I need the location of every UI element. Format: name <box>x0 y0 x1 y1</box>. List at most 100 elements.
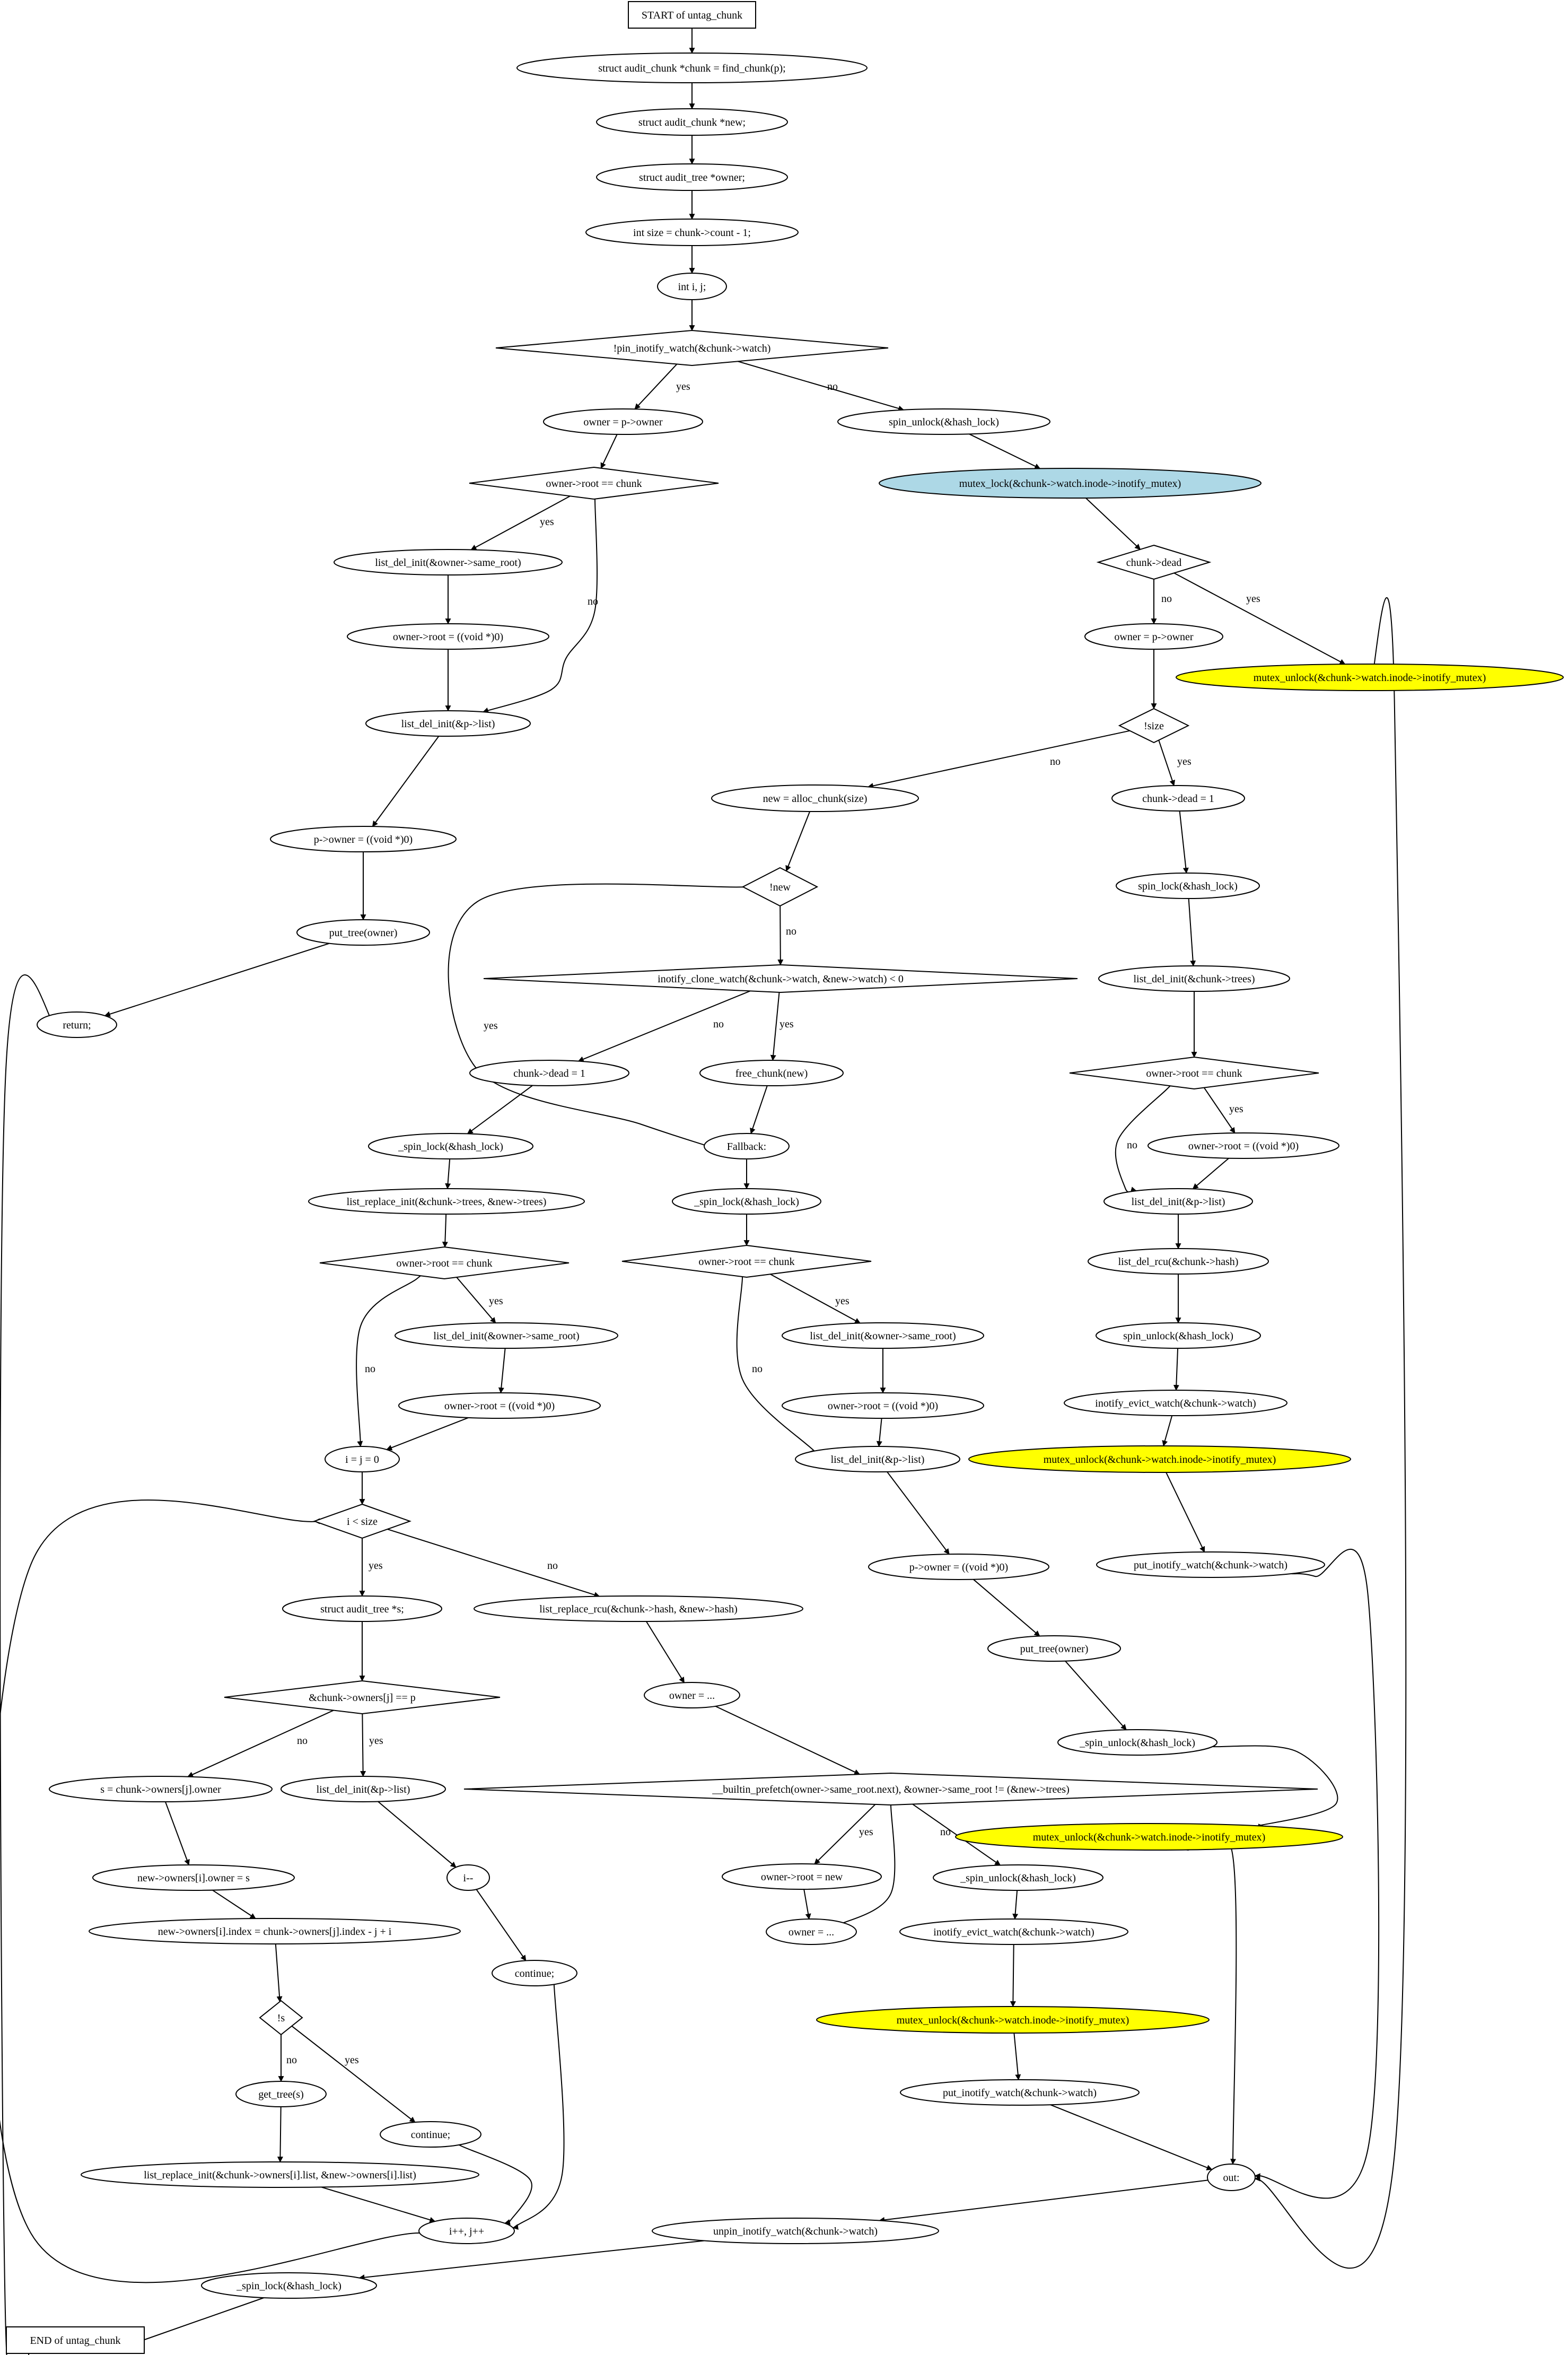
diamond-shape <box>469 466 719 500</box>
edge-h4-to-h5 <box>212 1889 256 1919</box>
ellipse-shape <box>395 1322 618 1349</box>
node-label: put_inotify_watch(&chunk->watch) <box>943 2087 1097 2099</box>
edge-line <box>738 361 905 412</box>
ellipse-shape <box>446 1864 490 1891</box>
node-diamond-builtin-prefetch-owner-same-root-next-ow: __builtin_prefetch(owner->same_root.next… <box>463 1772 1318 1806</box>
node-label: chunk->dead <box>1126 557 1182 569</box>
edge-line <box>1184 1831 1237 2187</box>
node-ellipse-i-j: i++, j++ <box>418 2218 515 2244</box>
edge-b1-to-b2 <box>969 433 1041 469</box>
edge-label-no: no <box>1161 593 1172 605</box>
edge-line <box>1162 1415 1173 1447</box>
node-diamond-inotify-clone-watch-chunk-watch-new-watc: inotify_clone_watch(&chunk->watch, &new-… <box>483 964 1078 993</box>
edge-h6-to-h7: no <box>278 2035 297 2082</box>
edge-h2-to-h11: yes <box>360 1713 383 1777</box>
node-ellipse-free-chunk-new: free_chunk(new) <box>699 1060 844 1086</box>
edge-f10-to-out <box>1184 1831 1237 2187</box>
node-label: int i, j; <box>678 281 706 293</box>
node-ellipse-struct-audit-chunk-chunk-find-chunk-p: struct audit_chunk *chunk = find_chunk(p… <box>516 53 868 83</box>
edge-label-no: no <box>286 2054 297 2066</box>
node-label: owner = ... <box>669 1690 715 1702</box>
node-ellipse-mutex-lock-chunk-watch-inode-inotify-mut: mutex_lock(&chunk->watch.inode->inotify_… <box>879 468 1262 499</box>
node-ellipse-spin-unlock-hash-lock: _spin_unlock(&hash_lock) <box>1057 1729 1217 1756</box>
ellipse-shape <box>596 108 788 136</box>
diamond-shape <box>741 867 819 907</box>
edge-line <box>785 811 811 872</box>
node-label: owner->root == chunk <box>546 478 642 490</box>
edge-line <box>454 2142 532 2227</box>
edge-h3-to-h4 <box>164 1801 190 1866</box>
edge-label-no: no <box>297 1735 308 1747</box>
edge-line <box>868 730 1130 789</box>
edge-label-yes: yes <box>489 1295 503 1307</box>
node-label: owner->root == chunk <box>698 1256 794 1268</box>
edge-line <box>476 1889 527 1961</box>
node-ellipse-list-del-init-chunk-trees: list_del_init(&chunk->trees) <box>1098 965 1290 992</box>
diamond-shape <box>313 1503 411 1539</box>
node-label: list_del_init(&owner->same_root) <box>810 1330 956 1342</box>
edge-line <box>770 1274 861 1324</box>
edge-line <box>277 2106 283 2163</box>
edge-b2-to-b3 <box>1085 498 1141 550</box>
edge-k8-to-k9 <box>1013 2033 1021 2081</box>
node-label: put_tree(owner) <box>329 927 398 939</box>
node-label: struct audit_tree *s; <box>320 1603 404 1615</box>
edge-label-no: no <box>713 1018 724 1030</box>
ellipse-shape <box>795 1446 960 1472</box>
node-ellipse-owner-root-void-0: owner->root = ((void *)0) <box>398 1392 601 1419</box>
node-label: owner = p->owner <box>583 416 663 428</box>
node-label: p->owner = ((void *)0) <box>314 834 413 845</box>
edge-label-yes: yes <box>859 1826 873 1838</box>
edge-line <box>360 1713 366 1777</box>
node-label: owner->root = ((void *)0) <box>393 631 503 643</box>
edge-line <box>969 433 1041 469</box>
ellipse-shape <box>1064 1390 1287 1416</box>
rect-shape <box>6 2326 145 2354</box>
edge-k9-to-out <box>1050 2104 1213 2170</box>
edge-label-yes: yes <box>1177 756 1192 767</box>
node-ellipse-i: i-- <box>446 1864 490 1891</box>
diamond-shape <box>495 329 889 367</box>
edge-a5-to-a6 <box>372 736 440 827</box>
node-ellipse-owner: owner = ... <box>644 1682 740 1708</box>
node-label: return; <box>63 1019 91 1031</box>
node-diamond-chunk-owners-j-p: &chunk->owners[j] == p <box>224 1680 501 1715</box>
edge-line <box>372 736 440 827</box>
node-ellipse-owner-p-owner: owner = p->owner <box>543 408 703 435</box>
ellipse-shape <box>281 1776 446 1802</box>
node-label: owner = p->owner <box>1114 631 1194 643</box>
edge-k3-to-k4: yes <box>814 1804 876 1865</box>
node-ellipse-list-del-init-owner-same-root: list_del_init(&owner->same_root) <box>395 1322 618 1349</box>
edge-e4-to-f1 <box>750 1085 768 1135</box>
edge-line <box>0 974 63 2355</box>
ellipse-shape <box>308 1188 585 1215</box>
edge-line <box>1179 810 1189 874</box>
edge-z2-to-end <box>134 2294 273 2344</box>
edge-e2-to-f1: yes <box>448 883 767 1149</box>
node-label: list_del_init(&owner->same_root) <box>433 1330 579 1342</box>
node-ellipse-new-owners-i-owner-s: new->owners[i].owner = s <box>92 1864 295 1891</box>
edge-line <box>358 2240 705 2281</box>
node-label: inotify_clone_watch(&chunk->watch, &new-… <box>658 973 904 985</box>
node-ellipse-fallback: Fallback: <box>704 1133 790 1159</box>
edge-line <box>835 1798 896 1928</box>
diamond-shape <box>1096 544 1212 580</box>
node-label: list_del_init(&p->list) <box>1132 1196 1225 1208</box>
node-ellipse-owner-root-void-0: owner->root = ((void *)0) <box>1147 1132 1339 1159</box>
ellipse-shape <box>816 2006 1210 2034</box>
edge-line <box>164 1801 190 1866</box>
node-label: struct audit_chunk *chunk = find_chunk(p… <box>598 63 785 74</box>
node-ellipse-unpin-inotify-watch-chunk-watch: unpin_inotify_watch(&chunk->watch) <box>652 2218 939 2244</box>
edge-line <box>1166 1472 1205 1553</box>
edge-line <box>1203 1087 1236 1134</box>
ellipse-shape <box>899 1918 1128 1945</box>
ellipse-shape <box>955 1823 1343 1851</box>
edge-g2-to-g3 <box>445 1158 451 1190</box>
edge-line <box>212 1889 256 1919</box>
edge-line <box>600 434 618 469</box>
node-label: list_del_init(&p->list) <box>317 1784 410 1795</box>
node-ellipse-list-del-init-p-list: list_del_init(&p->list) <box>365 710 531 737</box>
ellipse-shape <box>699 1060 844 1086</box>
node-label: _spin_lock(&hash_lock) <box>398 1141 503 1153</box>
